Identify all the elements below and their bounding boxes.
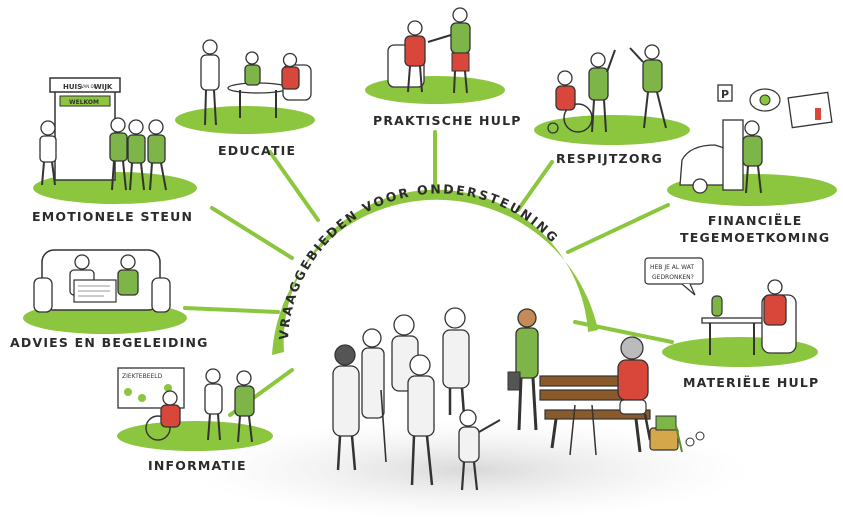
label-praktische-hulp: PRAKTISCHE HULP xyxy=(373,113,522,128)
central-crowd xyxy=(332,307,705,491)
scene-informatie: ZIEKTEBEELD xyxy=(117,367,273,451)
label-financiele-tegemoetkoming: FINANCIËLE TEGEMOETKOMING xyxy=(680,212,830,246)
label-materiele-hulp: MATERIËLE HULP xyxy=(683,375,820,390)
scene-materiele-hulp: HEB JE AL WAT GEDRONKEN? xyxy=(644,257,818,367)
label-advies-en-begeleiding: ADVIES EN BEGELEIDING xyxy=(10,335,209,350)
sign-subtext: WELKOM xyxy=(69,99,99,106)
label-emotionele-steun: EMOTIONELE STEUN xyxy=(32,209,194,224)
ground-shadow xyxy=(190,420,750,520)
central-arc xyxy=(272,189,598,355)
spokes xyxy=(183,130,674,417)
scene-advies-en-begeleiding xyxy=(23,249,187,334)
speech-bubble-line2: GEDRONKEN? xyxy=(652,274,694,281)
label-educatie: EDUCATIE xyxy=(218,143,297,158)
label-financiele-line1: FINANCIËLE xyxy=(707,213,803,228)
sign-text-wijk: WIJK xyxy=(94,83,113,91)
label-informatie: INFORMATIE xyxy=(148,458,247,473)
label-financiele-line2: TEGEMOETKOMING xyxy=(680,230,831,245)
scene-financiele-tegemoetkoming: P xyxy=(667,84,837,206)
sign-text-huis: HUIS xyxy=(63,83,82,91)
parking-p-icon: P xyxy=(721,88,729,101)
sign-text-vande: VAN DE xyxy=(81,84,97,89)
scene-respijtzorg xyxy=(534,44,690,145)
label-respijtzorg: RESPIJTZORG xyxy=(556,151,663,166)
scene-emotionele-steun: HUIS VAN DE WIJK WELKOM xyxy=(33,77,197,204)
board-text: ZIEKTEBEELD xyxy=(122,373,163,380)
scene-educatie xyxy=(175,39,315,134)
scene-praktische-hulp xyxy=(365,7,505,104)
speech-bubble-line1: HEB JE AL WAT xyxy=(650,264,694,271)
